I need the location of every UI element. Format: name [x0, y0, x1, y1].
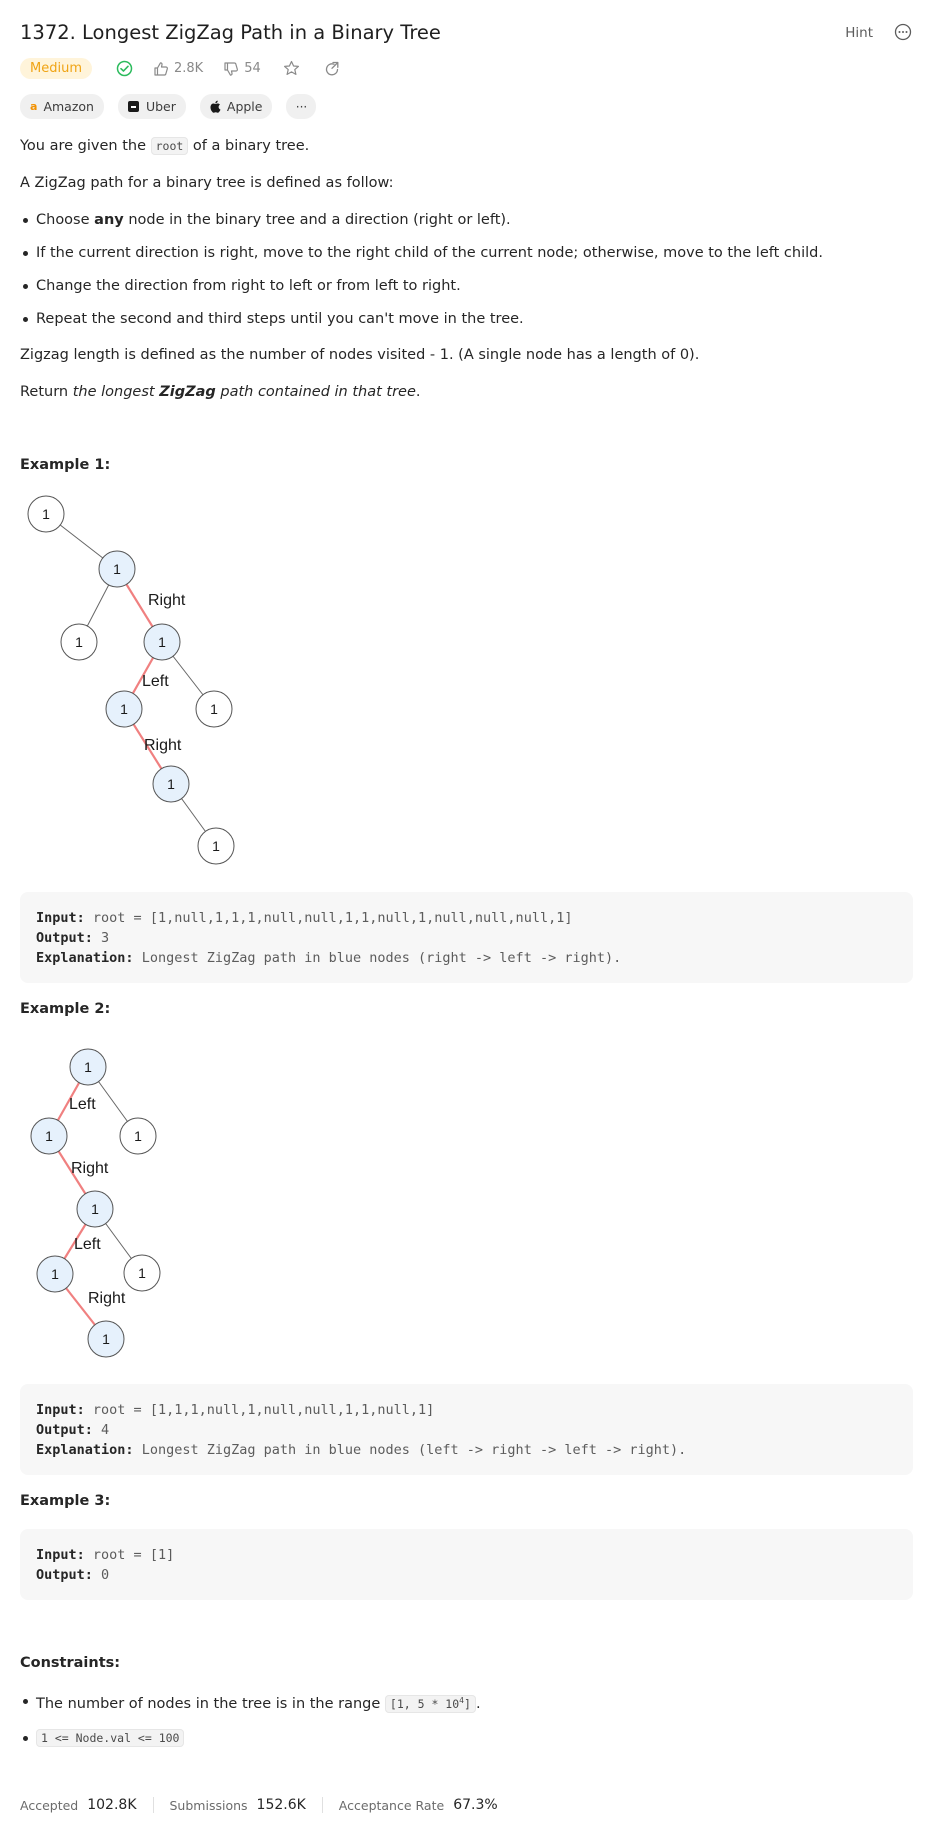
example-2-heading: Example 2:: [20, 1001, 111, 1017]
acceptance-stats: Accepted 102.8K Submissions 152.6K Accep…: [20, 1797, 498, 1813]
node-value: 1: [134, 1128, 142, 1144]
divider: [321, 1797, 323, 1813]
description-paragraph-1: You are given the root of a binary tree.: [20, 137, 310, 155]
difficulty-badge[interactable]: Medium: [20, 58, 92, 79]
constraints-heading: Constraints:: [20, 1655, 121, 1671]
amazon-logo-icon: a: [30, 100, 38, 113]
tree-node-highlighted: [105, 690, 143, 728]
list-item: Repeat the second and third steps until …: [23, 309, 823, 329]
submissions-label: Submissions: [169, 1797, 248, 1813]
tree-node-highlighted: [98, 550, 136, 588]
accepted-label: Accepted: [20, 1797, 79, 1813]
tree-node: [195, 690, 233, 728]
divider: [152, 1797, 154, 1813]
node-value: 1: [120, 701, 128, 717]
edge-label: Right: [71, 1160, 109, 1177]
tree-node: [197, 827, 235, 865]
node-value: 1: [210, 701, 218, 717]
problem-meta-row: Medium 2.8K 54: [20, 58, 340, 79]
example-1-codeblock: Input: root = [1,null,1,1,1,null,null,1,…: [20, 892, 913, 983]
node-value: 1: [91, 1201, 99, 1217]
edge-label: Left: [69, 1096, 96, 1113]
tree-node-highlighted: [30, 1117, 68, 1155]
tree-node: [27, 495, 65, 533]
example-1-tree-diagram: Right Left Right 1 1 1 1 1 1 1 1: [27, 495, 235, 865]
edge-label: Right: [144, 737, 182, 754]
company-tags: a Amazon Uber Apple ···: [20, 94, 317, 119]
description-paragraph-4: Return the longest ZigZag path contained…: [20, 384, 421, 400]
accepted-value: 102.8K: [87, 1797, 137, 1813]
tree-node-highlighted: [69, 1048, 107, 1086]
share-icon[interactable]: [324, 61, 340, 77]
company-tag-apple[interactable]: Apple: [199, 94, 273, 119]
node-value: 1: [42, 506, 50, 522]
node-value: 1: [75, 634, 83, 650]
node-value: 1: [167, 776, 175, 792]
constraints-list: The number of nodes in the tree is in th…: [20, 1691, 481, 1761]
tree-node-highlighted: [87, 1320, 125, 1358]
acceptance-rate-label: Acceptance Rate: [338, 1797, 445, 1813]
zigzag-rules-list: Choose any node in the binary tree and a…: [20, 210, 823, 342]
node-value: 1: [138, 1265, 146, 1281]
tree-node-highlighted: [143, 623, 181, 661]
list-item: The number of nodes in the tree is in th…: [23, 1691, 481, 1714]
uber-logo-icon: [127, 101, 139, 112]
apple-logo-icon: [210, 100, 221, 113]
list-item: 1 <= Node.val <= 100: [23, 1728, 481, 1748]
list-item: Change the direction from right to left …: [23, 276, 823, 296]
dislikes-count: 54: [244, 61, 261, 76]
more-companies-button[interactable]: ···: [286, 94, 317, 119]
edge-label: Right: [88, 1290, 126, 1307]
description-paragraph-3: Zigzag length is defined as the number o…: [20, 347, 700, 363]
more-options-icon[interactable]: [893, 22, 913, 42]
edge-label: Right: [148, 592, 186, 609]
dislike-button[interactable]: 54: [223, 61, 261, 77]
description-paragraph-2: A ZigZag path for a binary tree is defin…: [20, 175, 394, 191]
example-2-codeblock: Input: root = [1,1,1,null,1,null,null,1,…: [20, 1384, 913, 1475]
star-icon[interactable]: [283, 60, 300, 77]
root-code: root: [150, 137, 189, 155]
example-2-tree-diagram: Left Right Left Right 1 1 1 1 1 1 1: [30, 1048, 161, 1358]
list-item: Choose any node in the binary tree and a…: [23, 210, 823, 230]
edge-label: Left: [74, 1236, 101, 1253]
node-value: 1: [102, 1331, 110, 1347]
thumbs-down-icon: [223, 61, 239, 77]
thumbs-up-icon: [153, 61, 169, 77]
node-value: 1: [212, 838, 220, 854]
tree-node-highlighted: [152, 765, 190, 803]
list-item: If the current direction is right, move …: [23, 245, 823, 261]
likes-count: 2.8K: [173, 61, 204, 76]
tree-node-highlighted: [76, 1190, 114, 1228]
node-value: 1: [84, 1059, 92, 1075]
company-tag-uber[interactable]: Uber: [117, 94, 186, 119]
problem-title: 1372. Longest ZigZag Path in a Binary Tr…: [20, 21, 441, 44]
tree-node: [123, 1254, 161, 1292]
node-value: 1: [51, 1266, 59, 1282]
company-tag-amazon[interactable]: a Amazon: [20, 94, 104, 119]
tree-node-highlighted: [36, 1255, 74, 1293]
example-3-heading: Example 3:: [20, 1493, 111, 1509]
example-3-codeblock: Input: root = [1] Output: 0: [20, 1529, 913, 1600]
acceptance-rate-value: 67.3%: [453, 1797, 498, 1813]
node-value: 1: [158, 634, 166, 650]
hint-button[interactable]: Hint: [845, 25, 873, 41]
tree-node: [60, 623, 98, 661]
like-button[interactable]: 2.8K: [153, 61, 203, 77]
solved-check-icon: [116, 60, 133, 77]
edge-label: Left: [142, 673, 169, 690]
tree-node: [119, 1117, 157, 1155]
node-value: 1: [113, 561, 121, 577]
submissions-value: 152.6K: [256, 1797, 306, 1813]
node-value: 1: [45, 1128, 53, 1144]
example-1-heading: Example 1:: [20, 457, 111, 473]
